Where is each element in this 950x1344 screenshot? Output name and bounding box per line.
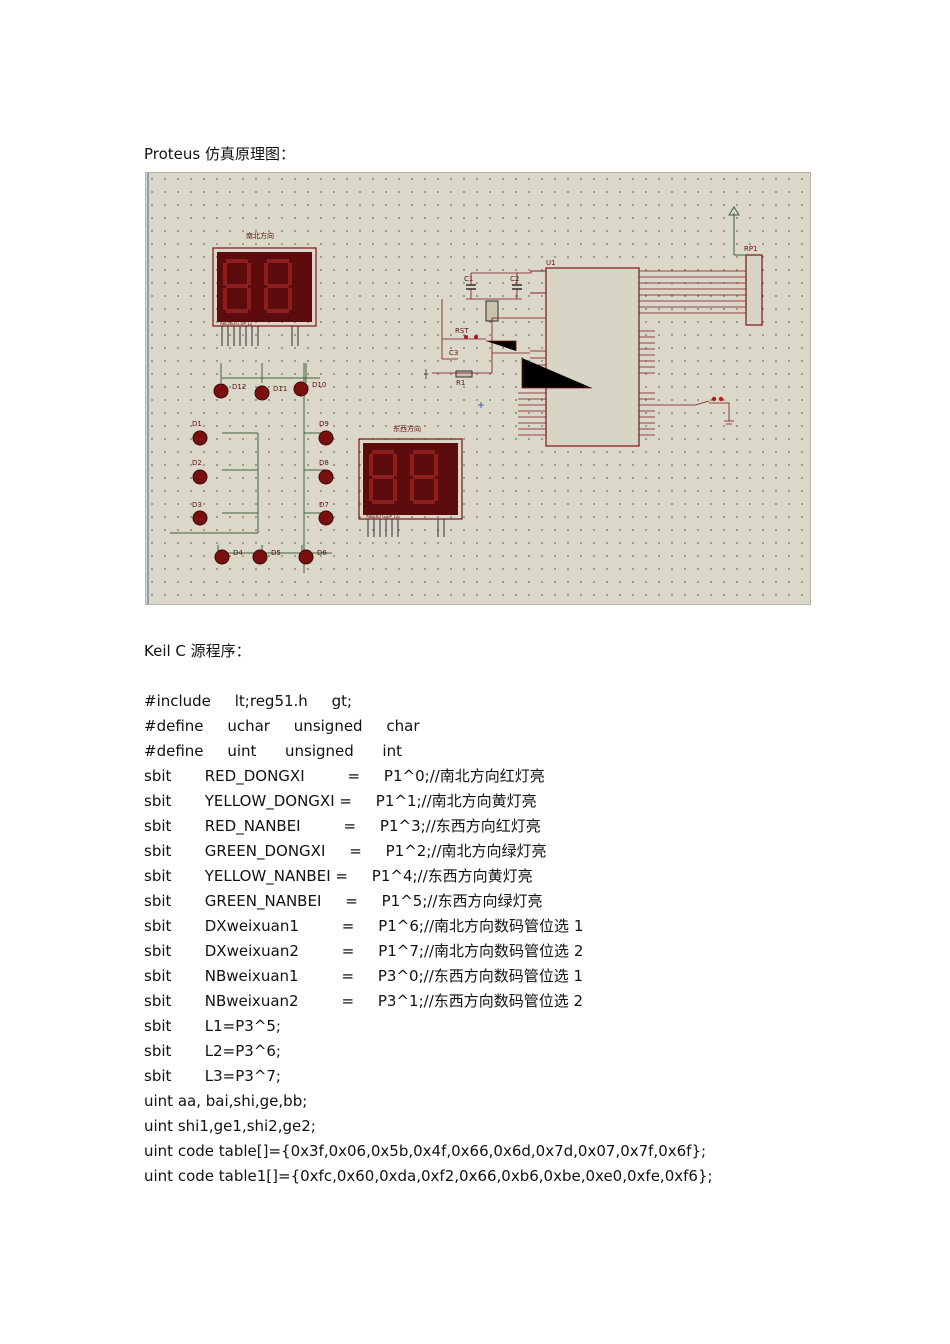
traffic-leds: D12 D11 D10 D1 D9 D2 <box>192 381 334 565</box>
sn-display-pins: ABCDEFG DP 12 <box>220 321 253 326</box>
code-line: sbit NBweixuan2 = P3^1;//东西方向数码管位选 2 <box>144 992 584 1010</box>
code-line: uint shi1,ge1,shi2,ge2; <box>144 1117 316 1135</box>
keil-heading: Keil C 源程序： <box>144 642 251 660</box>
led-d9: D9 <box>318 420 334 446</box>
led-d10: D10 <box>293 381 326 397</box>
switch-circuit <box>655 396 734 425</box>
code-line: sbit GREEN_NANBEI = P1^5;//东西方向绿灯亮 <box>144 892 543 910</box>
schematic-canvas: 南北方向 ABCDEFG DP 12 东西方向 ABCDEFG DP 12 <box>146 173 810 604</box>
svg-text:D6: D6 <box>317 549 327 557</box>
code-line: sbit DXweixuan1 = P1^6;//南北方向数码管位选 1 <box>144 917 584 935</box>
led-d1: D1 <box>192 420 208 446</box>
r1-label: R1 <box>456 379 465 387</box>
svg-text:D10: D10 <box>312 381 326 389</box>
rp1-label: RP1 <box>744 245 758 253</box>
code-line: sbit L3=P3^7; <box>144 1067 281 1085</box>
c3-label: C3 <box>449 349 458 357</box>
code-line: uint code table1[]={0xfc,0x60,0xda,0xf2,… <box>144 1167 713 1185</box>
led-d11: D11 <box>254 385 287 401</box>
code-line: sbit YELLOW_NANBEI = P1^4;//东西方向黄灯亮 <box>144 867 533 885</box>
ew-display-pins: ABCDEFG DP 12 <box>366 514 399 519</box>
svg-text:D8: D8 <box>319 459 329 467</box>
svg-text:D9: D9 <box>319 420 329 428</box>
svg-text:D5: D5 <box>271 549 281 557</box>
led-d2: D2 <box>192 459 208 485</box>
ew-display: 东西方向 ABCDEFG DP 12 <box>358 424 463 537</box>
code-line: sbit L2=P3^6; <box>144 1042 281 1060</box>
code-line: #define uint unsigned int <box>144 742 402 760</box>
cursor-marker <box>478 402 484 408</box>
code-line: sbit L1=P3^5; <box>144 1017 281 1035</box>
p1-bus <box>486 340 592 436</box>
code-line: sbit RED_NANBEI = P1^3;//东西方向红灯亮 <box>144 817 541 835</box>
led-d8: D8 <box>318 459 334 485</box>
code-line: sbit GREEN_DONGXI = P1^2;//南北方向绿灯亮 <box>144 842 547 860</box>
svg-text:D7: D7 <box>319 501 329 509</box>
led-d3: D3 <box>192 501 208 526</box>
sn-display: 南北方向 ABCDEFG DP 12 <box>212 231 317 346</box>
code-line: sbit DXweixuan2 = P1^7;//南北方向数码管位选 2 <box>144 942 584 960</box>
code-line: sbit YELLOW_DONGXI = P1^1;//南北方向黄灯亮 <box>144 792 537 810</box>
code-line: #include lt;reg51.h gt; <box>144 692 353 710</box>
code-line: uint aa, bai,shi,ge,bb; <box>144 1092 308 1110</box>
code-line: sbit NBweixuan1 = P3^0;//东西方向数码管位选 1 <box>144 967 584 985</box>
reset-circuit: RST C3 R1 <box>424 299 530 387</box>
svg-text:D1: D1 <box>192 420 202 428</box>
led-d4: D4 <box>214 549 243 565</box>
code-line: uint code table[]={0x3f,0x06,0x5b,0x4f,0… <box>144 1142 707 1160</box>
led-d7: D7 <box>318 501 334 526</box>
svg-text:D11: D11 <box>273 385 287 393</box>
proteus-heading: Proteus 仿真原理图： <box>144 145 295 163</box>
svg-text:D2: D2 <box>192 459 202 467</box>
rst-label: RST <box>455 327 469 335</box>
code-line: #define uchar unsigned char <box>144 717 420 735</box>
c1-label: C1 <box>464 275 473 283</box>
c2-label: C2 <box>510 275 519 283</box>
resistor-pack-rp1: RP1 <box>655 206 763 326</box>
source-code-listing: #include lt;reg51.h gt; #define uchar un… <box>144 689 713 1189</box>
svg-text:D4: D4 <box>233 549 243 557</box>
svg-text:D12: D12 <box>232 383 246 391</box>
code-line: sbit RED_DONGXI = P1^0;//南北方向红灯亮 <box>144 767 545 785</box>
led-d5: D5 <box>252 549 281 565</box>
led-d6: D6 <box>298 549 327 565</box>
ew-display-title: 东西方向 <box>393 424 421 433</box>
u1-label: U1 <box>546 259 556 267</box>
svg-text:D3: D3 <box>192 501 202 509</box>
sn-display-title: 南北方向 <box>246 231 274 240</box>
proteus-schematic-figure: 南北方向 ABCDEFG DP 12 东西方向 ABCDEFG DP 12 <box>145 172 811 605</box>
mcu-u1: U1 <box>530 259 655 447</box>
led-d12: D12 <box>213 383 246 399</box>
